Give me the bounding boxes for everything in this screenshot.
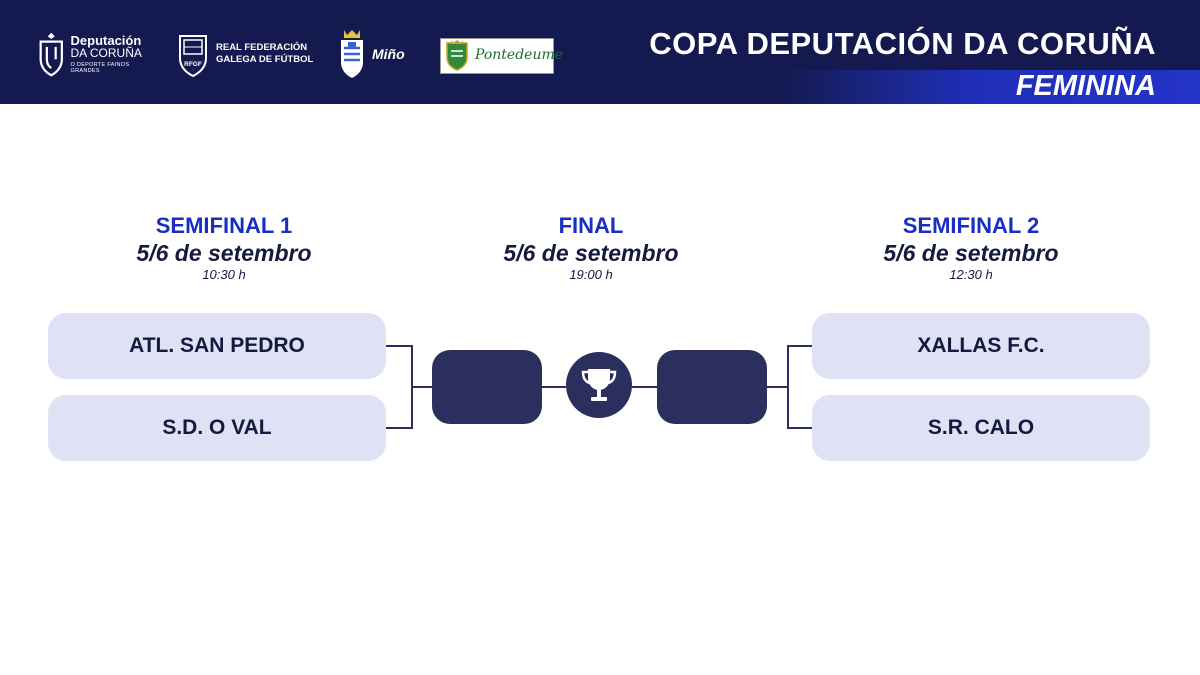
rfgf-line1: REAL FEDERACIÓN — [216, 42, 308, 54]
subtitle-band — [780, 70, 1200, 104]
rfgf-logo: RFGF REAL FEDERACIÓN GALEGA DE FÚTBOL — [176, 26, 316, 82]
page-subtitle: FEMININA — [1015, 70, 1156, 102]
semifinal1-date: 5/6 de setembro — [136, 240, 312, 266]
bracket-line — [386, 427, 413, 429]
deputacion-line1: Deputación — [70, 32, 142, 48]
shield-icon — [39, 32, 63, 77]
semifinal2-heading: SEMIFINAL 2 5/6 de setembro 12:30 h — [811, 213, 1131, 283]
final-slot-left — [432, 350, 542, 424]
final-slot-right — [657, 350, 767, 424]
semifinal1-team-a: ATL. SAN PEDRO — [48, 313, 386, 379]
bracket-line — [632, 386, 657, 388]
semifinal2-team-a: XALLAS F.C. — [812, 313, 1150, 379]
mino-word: Miño — [372, 46, 405, 62]
final-time: 19:00 h — [569, 267, 613, 282]
bracket-line — [787, 427, 813, 429]
final-heading: FINAL 5/6 de setembro 19:00 h — [431, 213, 751, 283]
semifinal1-heading: SEMIFINAL 1 5/6 de setembro 10:30 h — [64, 213, 384, 283]
bracket-line — [787, 345, 789, 429]
mino-crest-icon — [341, 30, 363, 78]
page-title: COPA DEPUTACIÓN DA CORUÑA — [649, 26, 1156, 61]
final-stage: FINAL — [558, 213, 624, 238]
bracket-line — [542, 386, 566, 388]
pontedeume-word: Pontedeume — [475, 47, 564, 63]
rfgf-crest-icon: RFGF — [179, 35, 207, 78]
rfgf-line2: GALEGA DE FÚTBOL — [216, 54, 314, 65]
semifinal1-time: 10:30 h — [202, 267, 246, 282]
bracket-line — [787, 345, 813, 347]
bracket-line — [767, 386, 789, 388]
trophy-badge — [566, 352, 632, 418]
pontedeume-crest-icon — [446, 40, 468, 71]
final-date: 5/6 de setembro — [503, 240, 679, 266]
pontedeume-logo: Pontedeume — [440, 38, 563, 74]
deputacion-tagline: O DEPORTE FAINOS GRANDES — [70, 61, 130, 74]
header-banner: Deputación DA CORUÑA O DEPORTE FAINOS GR… — [0, 0, 1200, 104]
bracket-line — [411, 386, 433, 388]
bracket-line — [386, 345, 413, 347]
semifinal1-team-b: S.D. O VAL — [48, 395, 386, 461]
trophy-icon — [581, 369, 617, 401]
semifinal2-stage: SEMIFINAL 2 — [902, 213, 1040, 238]
semifinal1-stage: SEMIFINAL 1 — [155, 213, 293, 238]
mino-logo: Miño — [338, 26, 418, 82]
deputacion-logo: Deputación DA CORUÑA O DEPORTE FAINOS GR… — [38, 26, 150, 82]
semifinal2-team-b: S.R. CALO — [812, 395, 1150, 461]
rfgf-badge-text: RFGF — [184, 61, 202, 68]
semifinal2-date: 5/6 de setembro — [883, 240, 1059, 266]
deputacion-line2: DA CORUÑA — [70, 46, 142, 61]
semifinal2-time: 12:30 h — [949, 267, 993, 282]
